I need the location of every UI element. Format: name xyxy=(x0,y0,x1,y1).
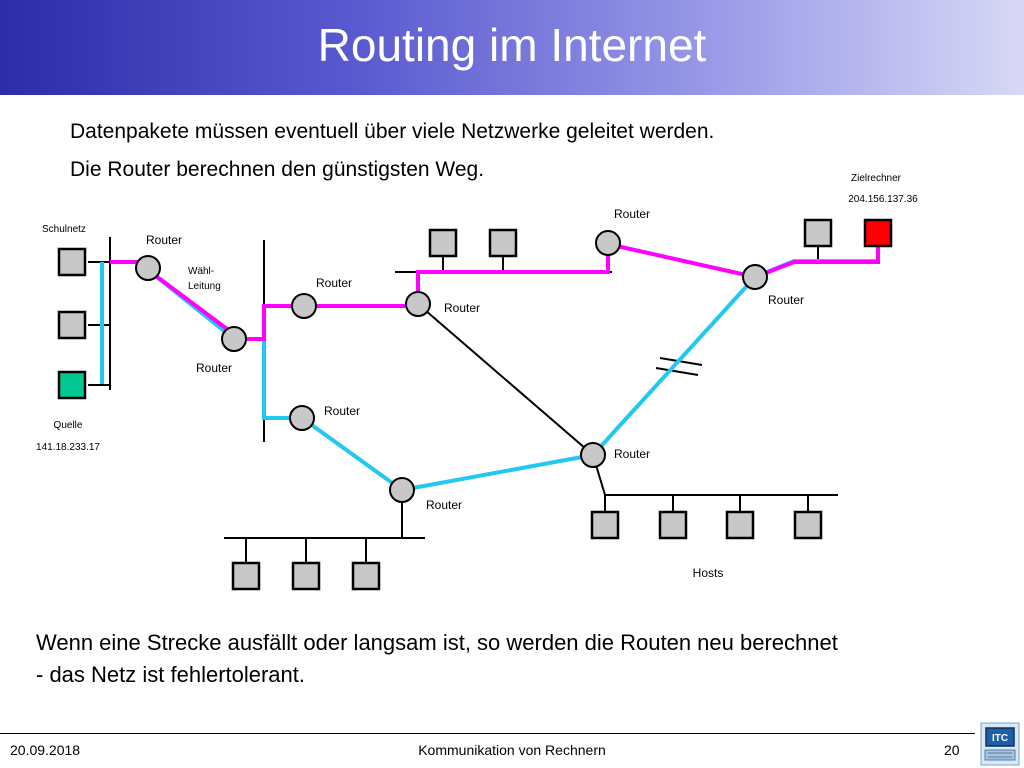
host-computer-icon xyxy=(590,510,620,540)
router-labels: Router Router Router Router Router Route… xyxy=(146,207,804,512)
target-computer-icon xyxy=(863,218,893,248)
links xyxy=(100,259,878,492)
bullet-1: Datenpakete müssen eventuell über viele … xyxy=(70,120,715,143)
router-icon xyxy=(595,230,621,256)
router-icon xyxy=(405,291,431,317)
router-label: Router xyxy=(324,404,360,418)
router-icon xyxy=(580,442,606,468)
router-icon xyxy=(742,264,768,290)
router-label: Router xyxy=(196,361,232,375)
host-computer-icon xyxy=(428,228,458,258)
hosts xyxy=(57,218,893,591)
zielrechner-label: Zielrechner xyxy=(851,173,902,184)
bullet-2: Die Router berechnen den günstigsten Weg… xyxy=(70,158,485,181)
page-title: Routing im Internet xyxy=(317,19,707,71)
hosts-label: Hosts xyxy=(693,566,724,580)
source-computer-icon xyxy=(57,370,87,400)
ziel-ip: 204.156.137.36 xyxy=(848,194,918,205)
host-computer-icon xyxy=(231,561,261,591)
router-label: Router xyxy=(614,207,650,221)
host-computer-icon xyxy=(351,561,381,591)
router-icon xyxy=(221,326,247,352)
bottom-text: Wenn eine Strecke ausfällt oder langsam … xyxy=(36,627,996,691)
router-label: Router xyxy=(426,498,462,512)
logo-text: ITC xyxy=(992,733,1008,744)
waehl-label-line2: Leitung xyxy=(188,281,221,292)
bottom-text-line-1: Wenn eine Strecke ausfällt oder langsam … xyxy=(36,630,838,655)
host-computer-icon xyxy=(291,561,321,591)
host-computer-icon xyxy=(488,228,518,258)
schulnetz-label: Schulnetz xyxy=(42,224,86,235)
routers xyxy=(135,230,768,503)
router-label: Router xyxy=(768,293,804,307)
router-icon xyxy=(291,293,317,319)
router-label: Router xyxy=(444,301,480,315)
page-number: 20 xyxy=(944,742,960,758)
quelle-ip: 141.18.233.17 xyxy=(36,442,100,453)
title-bar xyxy=(0,0,1024,95)
host-computer-icon xyxy=(803,218,833,248)
host-computer-icon xyxy=(725,510,755,540)
router-icon xyxy=(389,477,415,503)
footer-divider xyxy=(0,733,975,734)
schulnetz-computer-icon xyxy=(57,247,87,277)
host-computer-icon xyxy=(793,510,823,540)
router-label: Router xyxy=(614,447,650,461)
quelle-label: Quelle xyxy=(54,420,83,431)
schulnetz-computer-icon xyxy=(57,310,87,340)
router-label: Router xyxy=(316,276,352,290)
host-computer-icon xyxy=(658,510,688,540)
router-icon xyxy=(135,255,161,281)
waehl-label-line1: Wähl- xyxy=(188,266,214,277)
footer-title: Kommunikation von Rechnern xyxy=(418,742,606,758)
itc-logo: ITC xyxy=(980,722,1020,766)
route xyxy=(110,242,880,341)
router-icon xyxy=(289,405,315,431)
footer-date: 20.09.2018 xyxy=(10,742,81,758)
router-label: Router xyxy=(146,233,182,247)
bottom-text-line-2: - das Netz ist fehlertolerant. xyxy=(36,662,306,687)
